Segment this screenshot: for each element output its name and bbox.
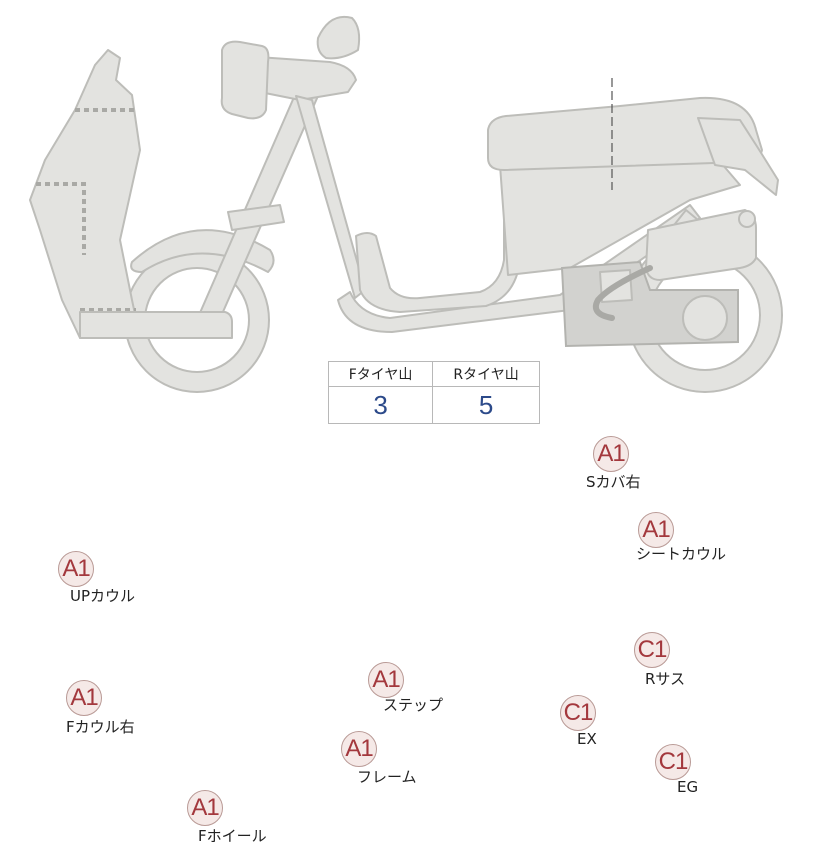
front-lower-cover — [79, 311, 233, 339]
floor-step — [355, 179, 521, 313]
part-label: EX — [577, 730, 597, 748]
part-label: Fホイール — [198, 827, 267, 845]
mirror — [316, 16, 361, 60]
headlight — [220, 40, 270, 120]
grade-badge: A1 — [187, 790, 223, 826]
seat-cowl-tail — [697, 117, 779, 196]
cowl-split-line-middle — [36, 182, 86, 255]
exhaust-pipe — [592, 265, 653, 321]
part-label: シートカウル — [636, 545, 727, 563]
grade-badge: C1 — [634, 632, 670, 668]
grade-badge: C1 — [655, 744, 691, 780]
grade-badge: A1 — [58, 551, 94, 587]
scooter-illustration — [29, 16, 783, 393]
shock-mount — [738, 210, 756, 228]
part-label: Fカウル右 — [66, 718, 135, 736]
down-tube — [295, 95, 366, 299]
tire-tread-header-row: Fタイヤ山 Rタイヤ山 — [327, 361, 540, 387]
part-label: UPカウル — [70, 587, 136, 605]
part-label: ステップ — [383, 696, 444, 714]
rear-hub — [682, 295, 728, 341]
part-label: EG — [677, 778, 699, 796]
front-tread-header: Fタイヤ山 — [327, 361, 434, 387]
grade-badge: A1 — [593, 436, 629, 472]
fork-bracket — [227, 204, 285, 231]
scooter-damage-diagram: A1 Sカバ右 A1 シートカウル A1 UPカウル C1 Rサス A1 ステッ… — [29, 16, 783, 845]
rear-tread-header: Rタイヤ山 — [432, 361, 540, 387]
grade-badge: A1 — [341, 731, 377, 767]
seat — [487, 96, 763, 171]
part-label: フレーム — [357, 768, 417, 786]
grade-badge: A1 — [66, 680, 102, 716]
front-tread-value: 3 — [327, 386, 434, 424]
part-label: Sカバ右 — [586, 473, 641, 491]
tire-tread-table: Fタイヤ山 Rタイヤ山 3 5 — [327, 361, 540, 424]
rear-tread-value: 5 — [432, 386, 540, 424]
grade-badge: A1 — [368, 662, 404, 698]
tire-tread-value-row: 3 5 — [327, 386, 540, 424]
part-label: Rサス — [645, 670, 686, 688]
grade-badge: C1 — [560, 695, 596, 731]
